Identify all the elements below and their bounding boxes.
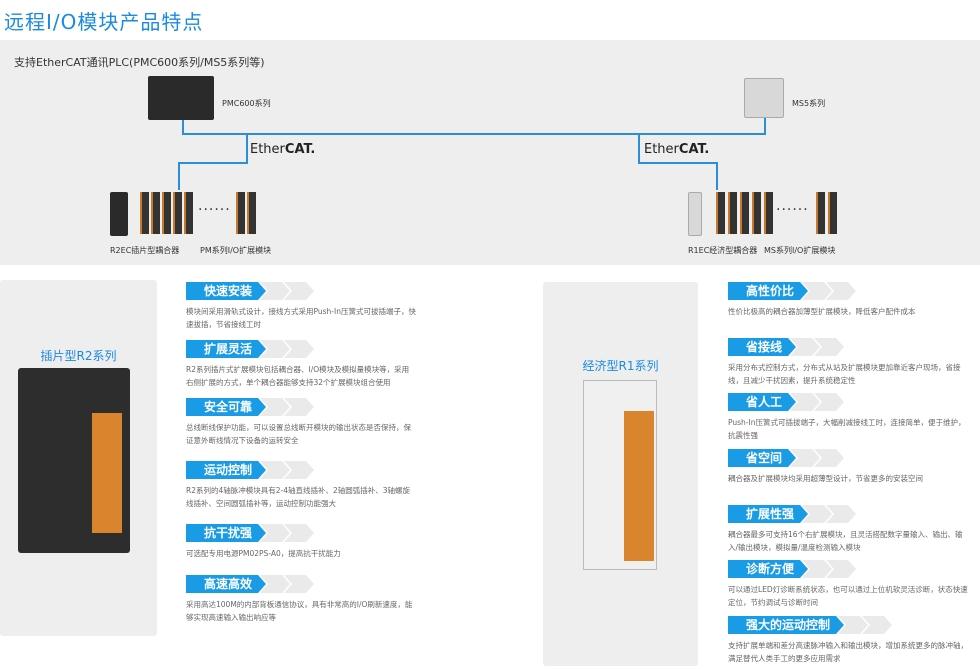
feature-high-speed: 高速高效采用高达100M的内部背板通信协议，具有非常高的I/O刷新速度，能够实现… (186, 577, 413, 622)
feature-safe-reliable: 安全可靠总线断线保护功能，可以设置总线断开模块的输出状态是否保持，保证意外断线情… (186, 400, 411, 445)
r2-series-panel: 插片型R2系列 (0, 280, 157, 636)
pm-label: PM系列I/O扩展模块 (200, 246, 272, 255)
r1ec-label: R1EC经济型耦合器 (688, 246, 758, 255)
r1-series-title: 经济型R1系列 (582, 359, 659, 373)
ms5-device (744, 78, 784, 118)
dots-left: ······ (198, 202, 231, 218)
r2-series-title: 插片型R2系列 (40, 349, 117, 363)
topology-diagram: 支持EtherCAT通讯PLC(PMC600系列/MS5系列等) PMC600系… (0, 40, 980, 265)
feature-quick-install: 快速安装模块间采用滑轨式设计，接线方式采用Push-In压簧式可拔插端子，快速拔… (186, 284, 416, 329)
feature-anti-interference: 抗干扰强可选配专用电源PM02PS-A0，提高抗干扰能力 (186, 526, 341, 558)
feature-space-saving: 省空间耦合器及扩展模块均采用超薄型设计，节省更多的安装空间 (728, 451, 923, 483)
pmc600-device (148, 76, 214, 120)
r2-device-image (18, 368, 130, 553)
r1ec-coupler (688, 192, 702, 236)
feature-less-wiring: 省接线采用分布式控制方式，分布式从站及扩展模块更加靠近客户现场，省接线，且减少干… (728, 340, 961, 385)
ms-label: MS系列I/O扩展模块 (764, 246, 836, 255)
feature-easy-diagnosis: 诊断方便可以通过LED灯诊断系统状态，也可以通过上位机软灵活诊断，状态快速定位，… (728, 562, 968, 607)
r1-series-panel: 经济型R1系列 (543, 282, 698, 666)
ethercat-logo-left: EtherCAT. (250, 142, 316, 157)
dots-right: ······ (776, 202, 809, 218)
ethercat-logo-right: EtherCAT. (644, 142, 710, 157)
feature-cost-effective: 高性价比性价比极高的耦合器加薄型扩展模块，降低客户配件成本 (728, 284, 916, 316)
pmc600-label: PMC600系列 (222, 99, 271, 108)
feature-powerful-motion-control: 强大的运动控制支持扩展单端和差分高速脉冲输入和输出模块，增加系统更多的脉冲轴，满… (728, 618, 968, 663)
r1-device-image (583, 380, 657, 570)
ethercat-bus (182, 133, 766, 135)
page-title: 远程I/O模块产品特点 (4, 10, 204, 34)
ms5-label: MS5系列 (792, 99, 826, 108)
r2ec-label: R2EC插片型耦合器 (110, 246, 180, 255)
feature-expandability: 扩展性强耦合器最多可支持16个右扩展模块，且灵活搭配数字量输入、输出、输入/输出… (728, 507, 963, 552)
r2ec-coupler (110, 192, 128, 236)
topology-heading: 支持EtherCAT通讯PLC(PMC600系列/MS5系列等) (14, 56, 265, 69)
